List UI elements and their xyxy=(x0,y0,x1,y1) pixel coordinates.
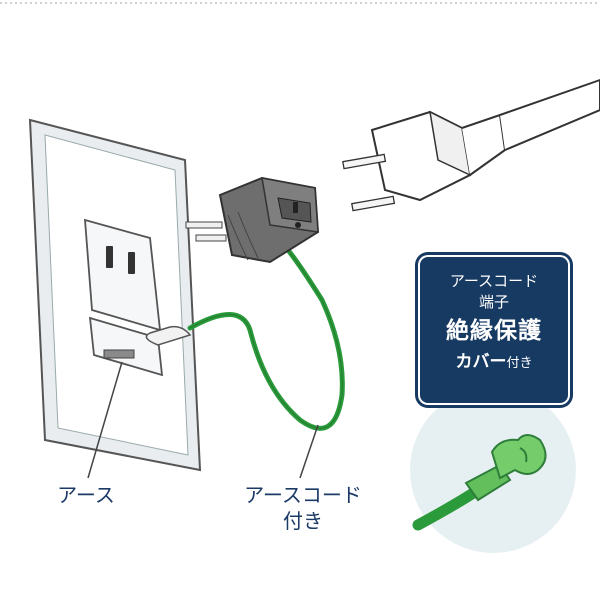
terminal-cover-zoom xyxy=(410,387,576,553)
badge-line2: 端子 xyxy=(478,293,509,311)
badge-line4-small: 付き xyxy=(506,356,533,371)
earth-cord-label-line2: 付き xyxy=(283,509,323,533)
plug-prong-top xyxy=(342,153,387,170)
plug-prong-bottom xyxy=(351,195,396,212)
adapter-prong-top xyxy=(185,221,223,229)
feature-badge: アースコード 端子 絶縁保護 カバー付き xyxy=(418,255,570,405)
earth-label: アース xyxy=(57,483,115,507)
slot-left xyxy=(106,246,113,268)
wall-plate xyxy=(28,118,202,472)
badge-line4-main: カバー xyxy=(455,352,507,372)
earth-cord xyxy=(187,247,345,431)
appliance-plug xyxy=(342,78,600,212)
adapter-prong-bottom xyxy=(195,234,227,242)
ring-terminal xyxy=(145,325,192,346)
earth-cord-label: アースコード 付き xyxy=(228,482,378,534)
earth-terminal xyxy=(103,349,135,359)
insulated-cover-icon xyxy=(490,434,547,480)
earth-leader-line xyxy=(87,361,123,479)
badge-line3: 絶縁保護 xyxy=(446,318,542,344)
badge-line1: アースコード xyxy=(449,272,539,290)
earth-cord-label-line1: アースコード xyxy=(244,483,362,507)
cord-leader-line xyxy=(299,424,319,479)
plug-adapter xyxy=(185,176,320,264)
slot-right xyxy=(128,252,135,274)
outlet-lower xyxy=(88,316,164,377)
badge-line4: カバー付き xyxy=(418,349,570,377)
